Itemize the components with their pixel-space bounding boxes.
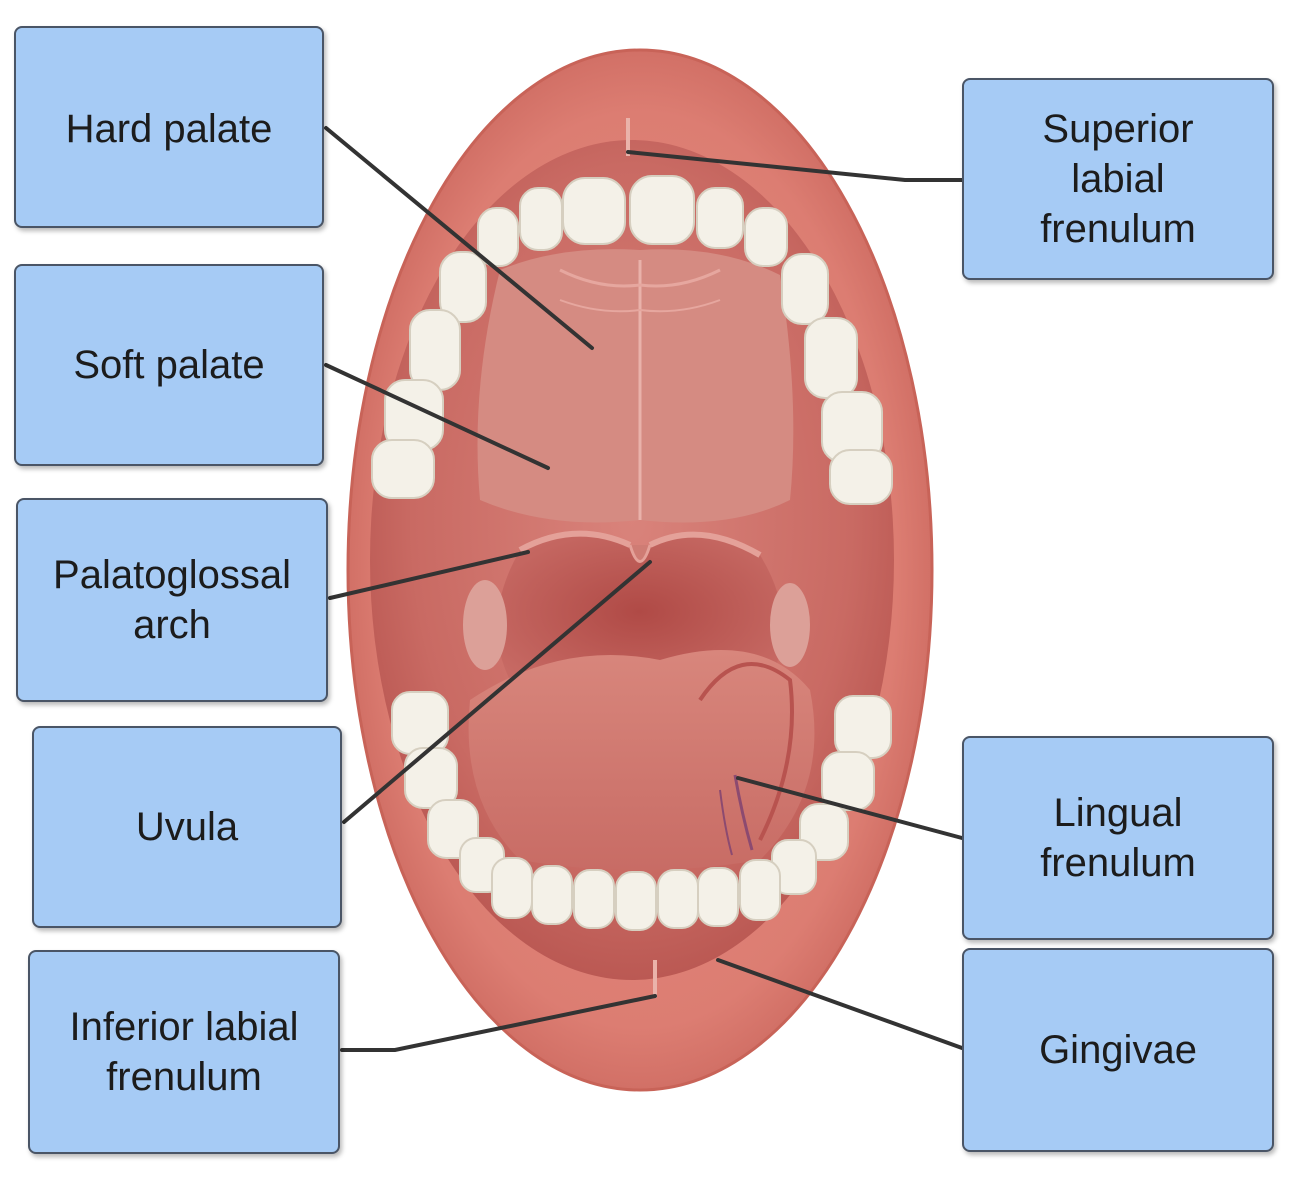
label-lingual-frenulum[interactable]: Lingual frenulum	[962, 736, 1274, 940]
label-superior-labial-frenulum[interactable]: Superior labial frenulum	[962, 78, 1274, 280]
leader-palatoglossal-arch	[328, 550, 530, 600]
frenula	[626, 118, 657, 998]
leader-hard-palate	[324, 126, 594, 350]
leader-gingivae	[716, 958, 964, 1050]
leader-lines	[324, 126, 964, 1052]
upper-teeth	[371, 175, 893, 505]
label-palatoglossal-arch[interactable]: Palatoglossal arch	[16, 498, 328, 702]
lower-teeth	[391, 691, 892, 931]
leader-soft-palate	[324, 363, 550, 470]
leader-uvula	[342, 560, 652, 824]
label-inferior-labial-frenulum[interactable]: Inferior labial frenulum	[28, 950, 340, 1154]
leader-inferior-labial-frenulum	[340, 994, 657, 1052]
label-gingivae[interactable]: Gingivae	[962, 948, 1274, 1152]
label-hard-palate[interactable]: Hard palate	[14, 26, 324, 228]
leader-superior-labial-frenulum	[626, 150, 964, 182]
tongue	[468, 650, 815, 870]
label-soft-palate[interactable]: Soft palate	[14, 264, 324, 466]
label-uvula[interactable]: Uvula	[32, 726, 342, 928]
leader-lingual-frenulum	[736, 776, 964, 840]
